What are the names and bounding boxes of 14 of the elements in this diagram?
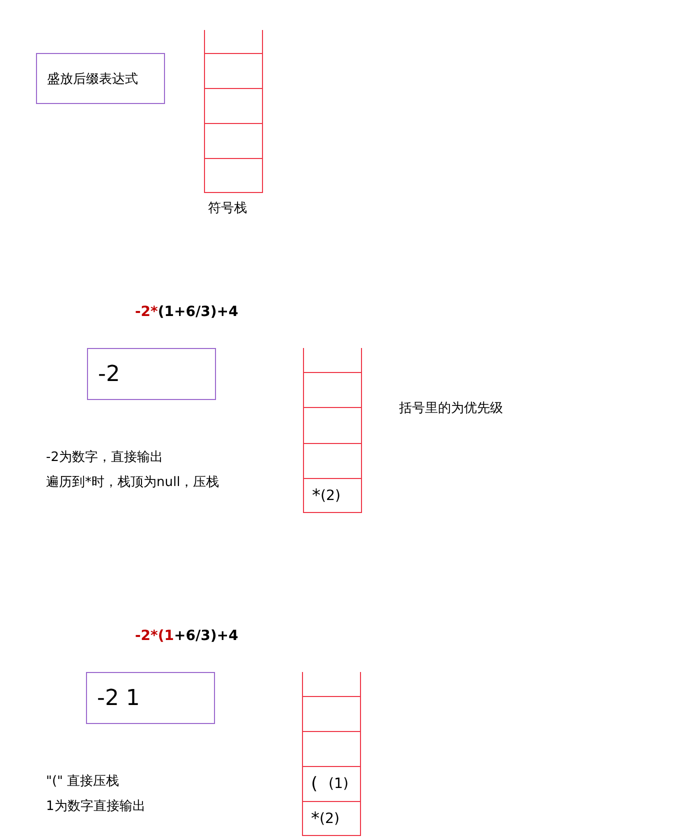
note-text: 括号里的为优先级: [399, 400, 503, 417]
note-text: 遍历到*时，栈顶为null，压栈: [46, 474, 220, 491]
note-text: "(" 直接压栈: [46, 773, 120, 790]
output-box: 盛放后缀表达式: [36, 53, 165, 104]
expression-text: -2*(1+6/3)+4: [135, 304, 238, 320]
note-text: -2为数字，直接输出: [46, 449, 163, 466]
stack-drawing: [204, 30, 263, 193]
expression-text: -2*(1+6/3)+4: [135, 628, 238, 644]
stack-caption: 符号栈: [208, 200, 247, 217]
stack-drawing: [302, 672, 361, 836]
note-text: 1为数字直接输出: [46, 798, 146, 815]
output-box: -2: [87, 348, 216, 400]
output-box: -2 1: [86, 672, 215, 724]
stack-drawing: [303, 348, 362, 513]
